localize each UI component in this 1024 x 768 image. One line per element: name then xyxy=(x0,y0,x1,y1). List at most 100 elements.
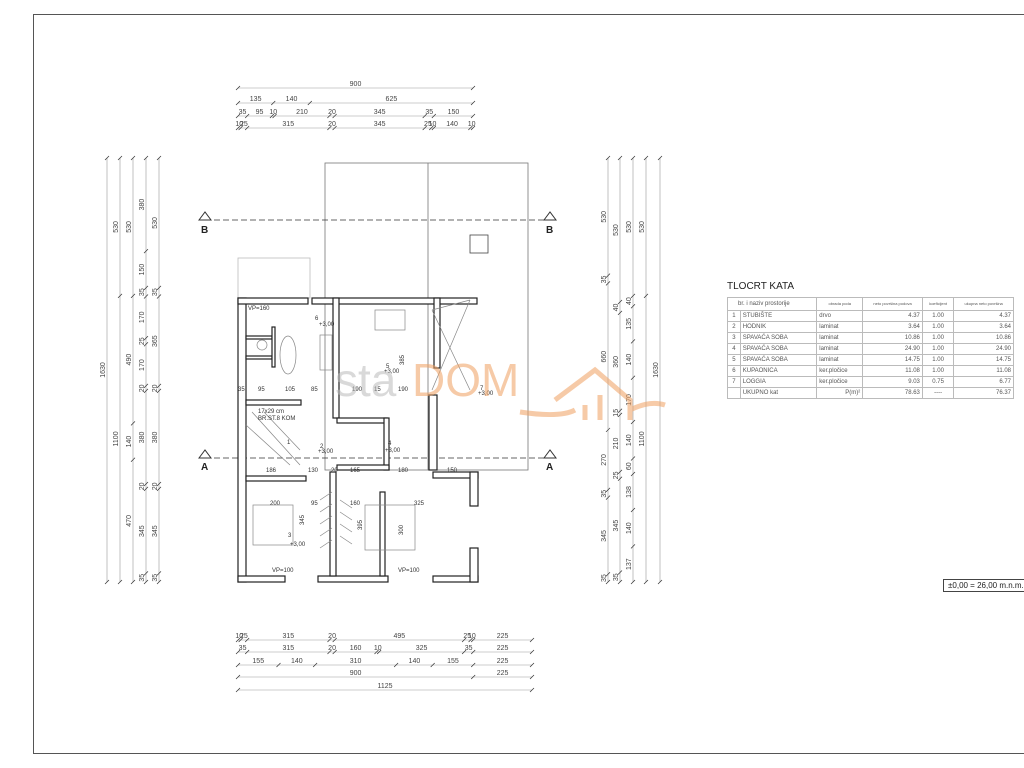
room-number-2: 2 xyxy=(320,444,324,450)
dimension-tick xyxy=(630,375,636,381)
net-area: 24.90 xyxy=(862,343,923,355)
dimension-value: 530 xyxy=(613,224,620,236)
dimension-tick xyxy=(276,662,281,668)
dimension-value: 35 xyxy=(139,288,146,296)
dimension-tick xyxy=(657,155,663,161)
dimension-value: 470 xyxy=(126,515,133,527)
dimension-value: 315 xyxy=(282,645,294,652)
dim-text: 150 xyxy=(447,468,458,474)
dimension-tick xyxy=(630,155,636,161)
dimension-value: 20 xyxy=(139,482,146,490)
dimension-tick xyxy=(235,125,241,131)
dim-text: 85 xyxy=(311,387,318,393)
dim-text: 190 xyxy=(352,387,363,393)
dimension-tick xyxy=(156,481,162,487)
total-area: 6.77 xyxy=(953,376,1014,388)
dimension-tick xyxy=(156,285,162,291)
coefficient: 1.00 xyxy=(921,365,955,377)
dimension-tick xyxy=(156,155,162,161)
dimension-value: 40 xyxy=(626,297,633,305)
dimension-tick xyxy=(529,674,535,680)
dimension-value: 160 xyxy=(350,645,362,652)
dimension-value: 20 xyxy=(152,482,159,490)
dimension-value: 530 xyxy=(126,221,133,233)
dimension-tick xyxy=(332,649,337,655)
floor-finish: ker.pločice xyxy=(816,376,864,388)
dimension-value: 155 xyxy=(447,658,459,665)
dimension-value: 10 xyxy=(235,121,243,128)
dimension-value: 35 xyxy=(613,573,620,581)
dimension-value: 345 xyxy=(374,121,386,128)
coefficient: 0.75 xyxy=(921,376,955,388)
row-number: 2 xyxy=(727,321,741,333)
dimension-tick xyxy=(143,285,149,291)
dimension-tick xyxy=(104,579,110,585)
section-label-a-left: A xyxy=(201,462,208,473)
dim-text: 325 xyxy=(414,501,425,507)
drawing-frame xyxy=(33,14,1024,754)
dimension-tick xyxy=(431,125,437,131)
level-mark: +3,00 xyxy=(385,448,401,454)
dimension-value: 20 xyxy=(139,384,146,392)
room-number-3: 3 xyxy=(288,533,292,539)
dimension-tick xyxy=(461,649,467,655)
room-name: KUPAONICA xyxy=(739,365,818,377)
dimension-tick xyxy=(529,662,535,668)
dimension-tick xyxy=(529,687,535,693)
dimension-value: 345 xyxy=(613,520,620,532)
room-name: HODNIK xyxy=(739,321,818,333)
dimension-value: 140 xyxy=(409,658,421,665)
dimension-value: 1630 xyxy=(100,362,107,378)
room-name: SPAVAĆA SOBA xyxy=(739,354,818,366)
dimension-tick xyxy=(605,487,611,493)
dimension-value: 530 xyxy=(639,221,646,233)
dimension-value: 20 xyxy=(328,633,336,640)
dimension-tick xyxy=(630,293,636,299)
dimension-tick xyxy=(470,662,476,668)
dimension-tick xyxy=(130,579,136,585)
net-area: 9.03 xyxy=(862,376,923,388)
table-total-row: UKUPNO kat P(m)² 78.63 ---- 76.37 xyxy=(727,387,1014,399)
dimension-tick xyxy=(235,687,241,693)
dimension-tick xyxy=(244,637,250,643)
dimension-tick xyxy=(156,579,162,585)
dimension-value: 25 xyxy=(424,121,432,128)
top-dimension-chain: 900 xyxy=(235,81,476,91)
dimension-tick xyxy=(657,579,663,585)
total-area: 10.86 xyxy=(953,332,1014,344)
dim-text: 180 xyxy=(398,468,409,474)
dimension-tick xyxy=(312,662,318,668)
coefficient: 1.00 xyxy=(921,332,955,344)
dimension-tick xyxy=(307,100,313,106)
dimension-tick xyxy=(327,125,332,131)
dimension-tick xyxy=(235,113,241,119)
window-label: VP=100 xyxy=(398,568,420,574)
dimension-value: 140 xyxy=(626,434,633,446)
dimension-tick xyxy=(529,637,535,643)
dimension-value: 170 xyxy=(139,311,146,323)
datum-level-box: ±0,00 = 26,00 m.n.m. xyxy=(943,579,1024,592)
dimension-tick xyxy=(630,471,636,477)
dimension-tick xyxy=(271,100,276,106)
dimension-tick xyxy=(422,125,427,131)
floor-finish: laminat xyxy=(816,321,864,333)
dimension-tick xyxy=(470,637,476,643)
section-line-a: A A xyxy=(198,449,557,473)
dimension-value: 530 xyxy=(113,221,120,233)
dimension-tick xyxy=(235,674,241,680)
dimension-tick xyxy=(143,388,149,394)
dimension-value: 345 xyxy=(139,525,146,537)
dimension-tick xyxy=(605,579,611,585)
floor-finish: laminat xyxy=(816,354,864,366)
stair-label: 17x29 cm xyxy=(258,409,284,415)
dimension-value: 210 xyxy=(613,437,620,449)
dim-text: 190 xyxy=(398,387,409,393)
coefficient: 1.00 xyxy=(921,310,955,322)
